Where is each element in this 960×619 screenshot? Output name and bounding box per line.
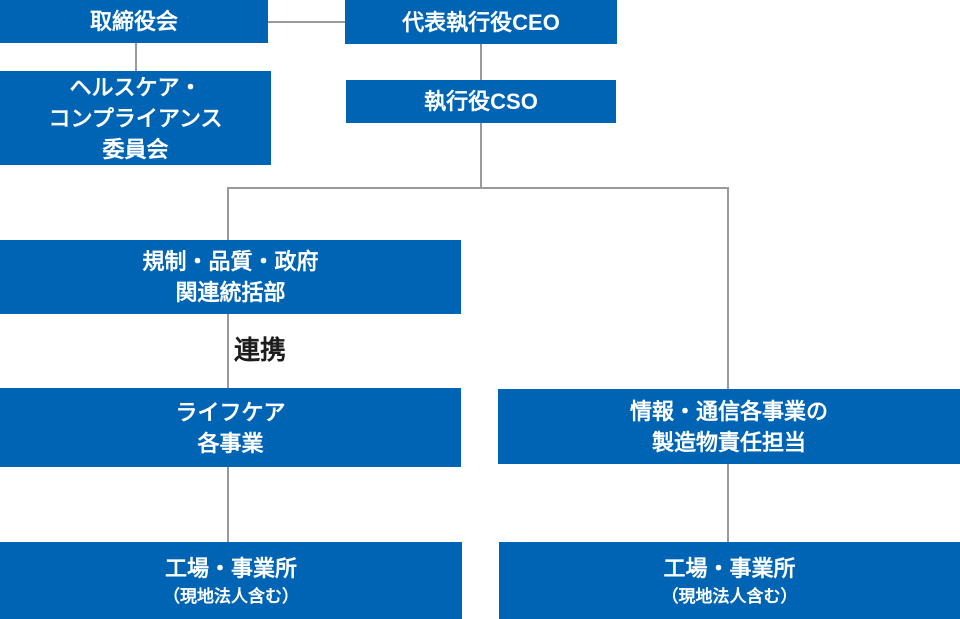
connector-cso-junction xyxy=(480,123,482,189)
node-lifecare-businesses: ライフケア 各事業 xyxy=(0,388,461,467)
node-label-line2: （現地法人含む） xyxy=(163,586,299,606)
connector-board-healthcare xyxy=(135,43,137,71)
node-healthcare-compliance-committee: ヘルスケア・ コンプライアンス 委員会 xyxy=(0,71,271,165)
node-board-of-directors: 取締役会 xyxy=(0,0,268,43)
node-label-line1: ライフケア xyxy=(175,399,286,425)
node-label-line2: コンプライアンス xyxy=(48,105,223,131)
cooperation-label: 連携 xyxy=(234,335,287,365)
node-plants-offices-left: 工場・事業所 （現地法人含む） xyxy=(0,542,462,619)
node-plants-offices-right: 工場・事業所 （現地法人含む） xyxy=(499,542,960,619)
node-representative-executive-ceo: 代表執行役CEO xyxy=(345,0,617,44)
node-label: 取締役会 xyxy=(89,9,178,34)
node-label-line2: 関連統括部 xyxy=(175,280,286,305)
node-executive-officer-cso: 執行役CSO xyxy=(346,80,616,123)
connector-board-ceo xyxy=(267,21,345,23)
node-label: 代表執行役CEO xyxy=(402,9,560,35)
node-label-line3: 委員会 xyxy=(102,136,169,162)
node-label-line1: 規制・品質・政府 xyxy=(142,249,319,274)
connector-junction-horizontal xyxy=(227,187,729,189)
connector-right-branch xyxy=(727,187,729,542)
node-label-line1: 工場・事業所 xyxy=(663,555,796,581)
connector-left-branch xyxy=(227,187,229,542)
node-regulatory-quality-government-division: 規制・品質・政府 関連統括部 xyxy=(0,240,461,314)
node-label-line1: 情報・通信各事業の xyxy=(629,398,828,424)
node-label-line1: ヘルスケア・ xyxy=(69,74,202,100)
node-label-line2: 各事業 xyxy=(197,430,264,456)
node-label-line2: 製造物責任担当 xyxy=(651,429,806,455)
node-label-line2: （現地法人含む） xyxy=(661,586,798,606)
node-label: 執行役CSO xyxy=(424,89,538,114)
node-label-line1: 工場・事業所 xyxy=(164,555,297,581)
node-ict-product-liability: 情報・通信各事業の 製造物責任担当 xyxy=(498,389,960,464)
connector-ceo-cso xyxy=(480,44,482,80)
